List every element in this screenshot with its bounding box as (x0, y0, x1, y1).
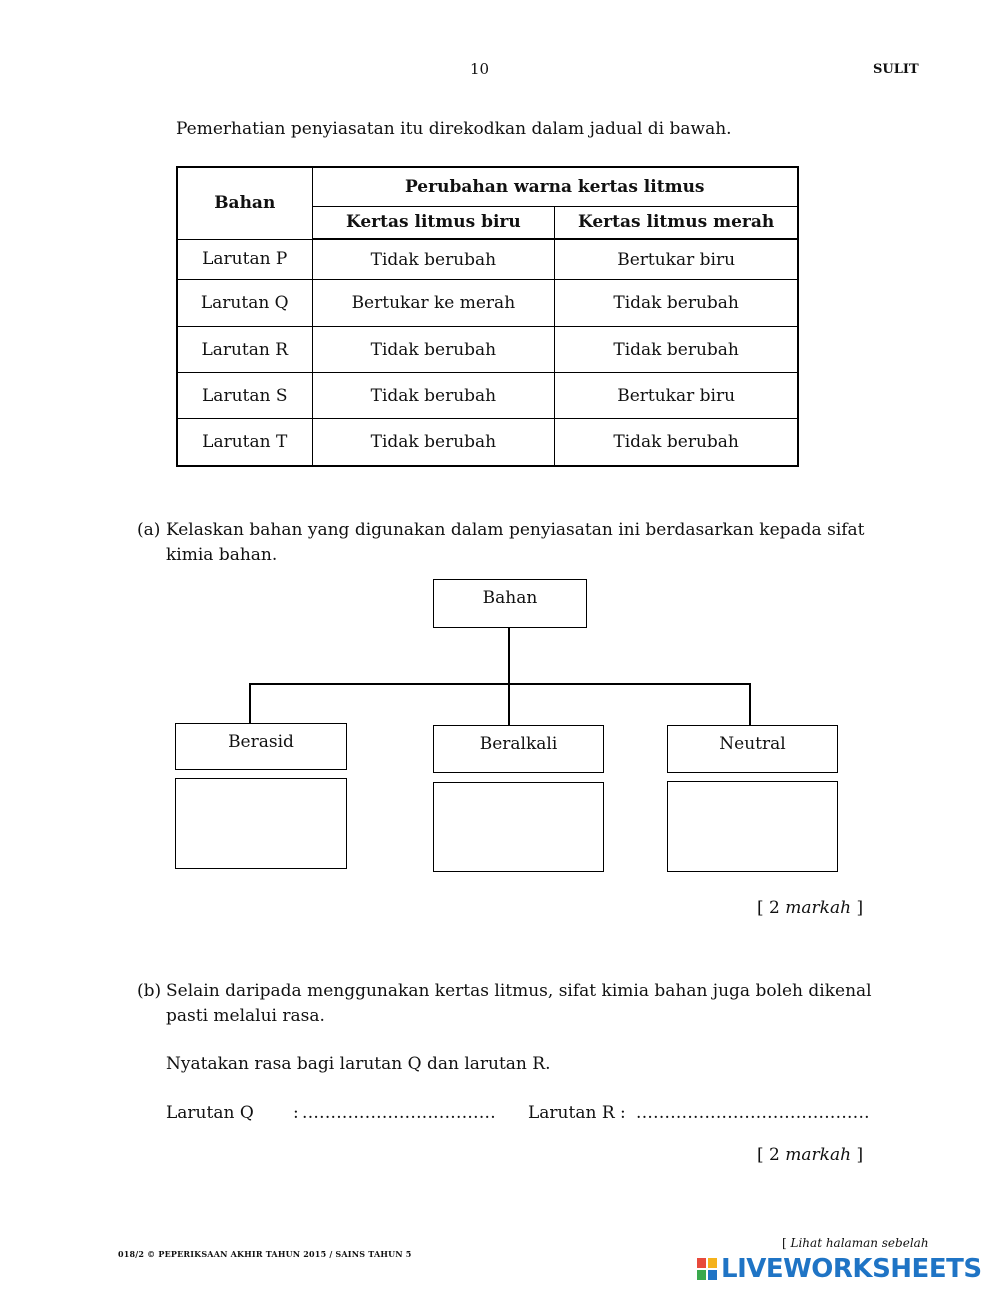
marks-b-open: [ 2 (757, 1145, 786, 1165)
category-label-berasid: Berasid (228, 732, 294, 752)
cell-bahan: Larutan P (176, 238, 313, 280)
larutan-q-answer-field[interactable]: .................................. (302, 1103, 496, 1123)
footer-next-page-bracket: [ (782, 1236, 791, 1250)
marks-a-open: [ 2 (757, 898, 786, 918)
connector-horizontal (249, 683, 751, 685)
header-red-litmus: Kertas litmus merah (554, 205, 799, 241)
category-box-berasid: Berasid (175, 723, 347, 770)
answer-box-neutral[interactable] (667, 781, 838, 872)
table-header-row: Bahan Perubahan warna kertas litmus (176, 166, 799, 240)
answer-box-berasid[interactable] (175, 778, 347, 869)
question-a-text: Kelaskan bahan yang digunakan dalam peny… (166, 518, 865, 568)
cell-red: Bertukar biru (554, 238, 799, 280)
cell-red: Tidak berubah (554, 326, 799, 374)
watermark-text: LIVEWORKSHEETS (721, 1254, 982, 1284)
cell-red: Tidak berubah (554, 278, 799, 328)
answer-box-beralkali[interactable] (433, 782, 604, 872)
connector-left (249, 683, 251, 724)
marks-a-close: ] (851, 898, 864, 918)
question-b-label: (b) (137, 981, 162, 1001)
marks-b-close: ] (851, 1145, 864, 1165)
observation-table: Bahan Perubahan warna kertas litmus Kert… (176, 166, 799, 467)
connector-vertical-root (508, 627, 510, 725)
question-b-line2: pasti melalui rasa. (166, 1006, 325, 1026)
question-a-line2: kimia bahan. (166, 545, 278, 565)
question-a-label: (a) (137, 520, 161, 540)
cell-blue: Tidak berubah (311, 238, 556, 280)
footer-next-page-text: Lihat halaman sebelah (790, 1236, 929, 1250)
cell-bahan: Larutan T (176, 418, 313, 467)
table-row: Larutan T Tidak berubah Tidak berubah (176, 418, 799, 467)
header-bahan: Bahan (176, 166, 313, 240)
larutan-r-label: Larutan R : (528, 1103, 626, 1123)
question-b-instruction: Nyatakan rasa bagi larutan Q dan larutan… (166, 1054, 551, 1074)
larutan-q-colon: : (293, 1103, 299, 1123)
table-row: Larutan Q Bertukar ke merah Tidak beruba… (176, 278, 799, 328)
category-box-neutral: Neutral (667, 725, 838, 773)
liveworksheets-watermark: LIVEWORKSHEETS (697, 1254, 982, 1284)
table-row: Larutan S Tidak berubah Bertukar biru (176, 372, 799, 420)
cell-red: Bertukar biru (554, 372, 799, 420)
cell-blue: Tidak berubah (311, 326, 556, 374)
table-subheader-row: Kertas litmus biru Kertas litmus merah (177, 205, 799, 241)
table-row: Larutan P Tidak berubah Bertukar biru (176, 238, 799, 280)
cell-bahan: Larutan Q (176, 278, 313, 328)
marks-b-word: markah (785, 1145, 852, 1165)
footer-exam-info: 018/2 © PEPERIKSAAN AKHIR TAHUN 2015 / S… (118, 1249, 412, 1259)
cell-red: Tidak berubah (554, 418, 799, 467)
cell-bahan: Larutan R (176, 326, 313, 374)
connector-right (749, 683, 751, 725)
classification-label: SULIT (873, 62, 919, 77)
intro-text: Pemerhatian penyiasatan itu direkodkan d… (176, 119, 732, 139)
table-row: Larutan R Tidak berubah Tidak berubah (176, 326, 799, 374)
question-b-text: Selain daripada menggunakan kertas litmu… (166, 979, 872, 1029)
larutan-r-answer-field[interactable]: ........................................… (636, 1103, 870, 1123)
category-box-beralkali: Beralkali (433, 725, 604, 773)
marks-a: [ 2 markah ] (757, 898, 863, 918)
larutan-q-label: Larutan Q (166, 1103, 254, 1123)
footer-next-page: [ Lihat halaman sebelah (782, 1236, 929, 1250)
cell-blue: Bertukar ke merah (311, 278, 556, 328)
cell-bahan: Larutan S (176, 372, 313, 420)
marks-a-word: markah (785, 898, 852, 918)
root-label: Bahan (482, 588, 538, 608)
cell-blue: Tidak berubah (311, 372, 556, 420)
page-number: 10 (470, 60, 490, 78)
question-b-line1: Selain daripada menggunakan kertas litmu… (166, 981, 872, 1001)
header-litmus-group: Perubahan warna kertas litmus (311, 166, 799, 207)
category-label-beralkali: Beralkali (479, 734, 558, 754)
category-label-neutral: Neutral (719, 734, 786, 754)
header-blue-litmus: Kertas litmus biru (311, 205, 556, 241)
cell-blue: Tidak berubah (311, 418, 556, 467)
marks-b: [ 2 markah ] (757, 1145, 863, 1165)
liveworksheets-logo-icon (697, 1258, 717, 1280)
root-box: Bahan (433, 579, 587, 628)
question-a-line1: Kelaskan bahan yang digunakan dalam peny… (166, 520, 865, 540)
